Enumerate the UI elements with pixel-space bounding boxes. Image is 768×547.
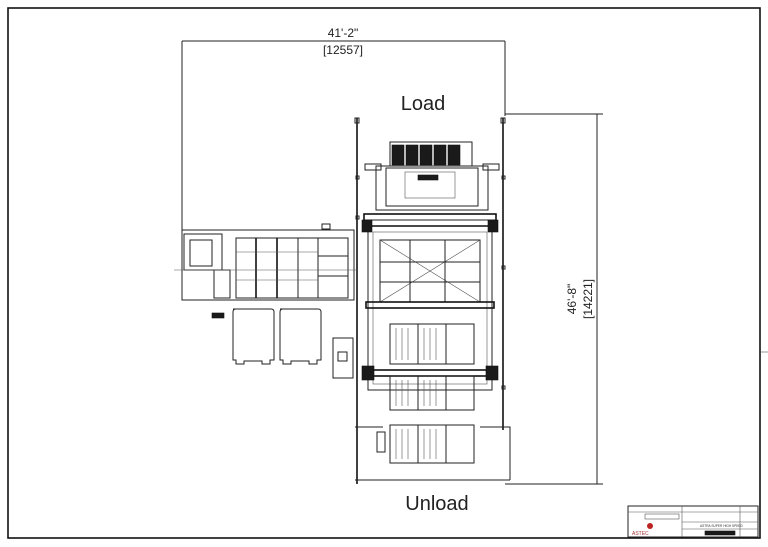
pallet-station <box>389 424 475 464</box>
pallet-outlines <box>232 308 322 365</box>
unload-area <box>355 426 511 481</box>
pallet-station <box>389 375 475 411</box>
width-metric: [12557] <box>323 43 363 57</box>
pallet-station <box>389 323 475 365</box>
company-logo: ASTEC <box>632 531 649 537</box>
width-dimension: 41'-2" [12557] <box>181 26 506 232</box>
infeed-conveyor <box>174 223 358 319</box>
machine-rails <box>354 117 506 484</box>
logo-icon <box>647 523 653 529</box>
control-cabinet <box>332 337 354 379</box>
title-block: ASTEC ASTRA SUPER HIGH SPEED <box>627 505 759 538</box>
height-metric: [14221] <box>581 279 595 319</box>
unload-label: Unload <box>405 493 468 515</box>
drawing-title: ASTRA SUPER HIGH SPEED <box>700 524 744 528</box>
height-imperial: 46'-8" <box>565 284 579 315</box>
load-label: Load <box>401 93 446 115</box>
load-unit <box>364 141 500 211</box>
width-imperial: 41'-2" <box>328 26 359 40</box>
sheet-border <box>7 7 761 539</box>
height-dimension: 46'-8" [14221] <box>505 113 603 485</box>
